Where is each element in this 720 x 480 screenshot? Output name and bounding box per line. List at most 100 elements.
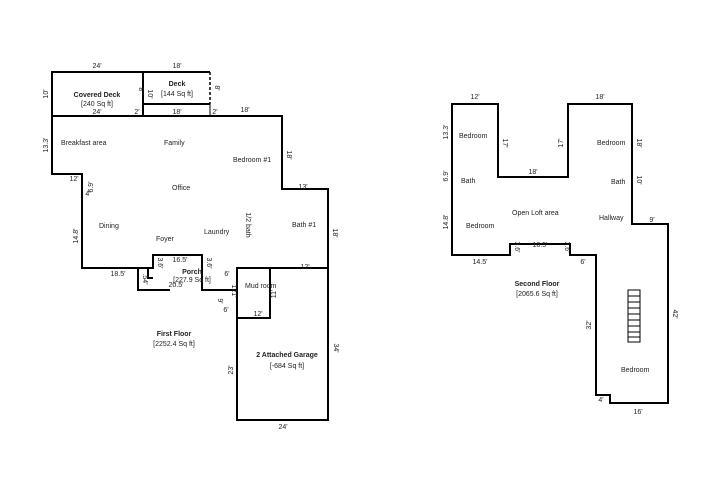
dim-label: 10' [635,175,642,184]
dim-label: 2' [212,109,217,116]
bedroom-1-label: Bedroom #1 [233,157,271,164]
foyer-label: Foyer [156,236,175,243]
dim-label: 18' [240,107,249,114]
porch-area: [227.9 Sq ft] [173,277,211,284]
first-floor-outline [51,115,329,291]
deck-area: [144 Sq ft] [161,91,193,98]
dim-label: 4' [598,397,603,404]
bedroom-w-label: Bedroom [466,223,495,230]
first-floor-area: [2252.4 Sq ft] [153,341,195,348]
dim-label: 18' [285,150,292,159]
dim-label: 14.8' [73,229,80,244]
dim-label: 12' [470,94,479,101]
dining-label: Dining [99,223,119,230]
garage-label: 2 Attached Garage [256,352,318,359]
dim-label: 4' [85,191,90,198]
dim-label: 8' [213,85,220,90]
dim-label: 12' [253,311,262,318]
dim-label: 24' [278,424,287,431]
dim-label: 11' [271,290,278,299]
dim-label: 18' [172,109,181,116]
second-floor-area: [2065.6 Sq ft] [516,291,558,298]
dim-label: 17' [558,138,565,147]
deck-outline [142,71,210,105]
dim-label: 13.3' [43,138,50,153]
dim-label: 18' [172,63,181,70]
second-floor-dimensions: 12' 18' 13.3' 17' 17' 18' 18' 6.9' 10' 1… [443,94,678,416]
dim-label: 17' [501,138,508,147]
dim-label: 13' [298,184,307,191]
family-room-label: Family [164,140,185,147]
dim-label: 12' [300,264,309,271]
first-floor-labels: Covered Deck [240 Sq ft] Deck [144 Sq ft… [61,81,318,370]
dim-label: .54' [141,273,148,284]
first-floor-plan [51,71,329,421]
bedroom-ne-label: Bedroom [597,140,626,147]
dim-label: 14.8' [443,215,450,230]
dim-label: 121' [230,284,237,297]
office-label: Office [172,185,190,192]
dim-label: 9' [216,298,223,303]
dim-label: 10' [146,89,153,98]
dim-label: 42' [671,309,678,318]
dim-label: 9' [649,217,654,224]
dim-label: 2' [134,109,139,116]
dim-label: 24' [92,109,101,116]
bedroom-s-label: Bedroom [621,367,650,374]
dim-label: 20.5' [169,282,184,289]
dim-label: 3.6' [563,241,570,252]
dim-label: 18' [331,228,338,237]
dim-label: 18.5' [111,271,126,278]
garage-area: [-684 Sq ft] [270,363,304,370]
bath-w-label: Bath [461,178,476,185]
bedroom-nw-label: Bedroom [459,133,488,140]
second-floor-title: Second Floor [515,281,560,288]
stair-treads [628,295,640,338]
laundry-label: Laundry [204,229,230,236]
dim-label: 3.6' [513,241,520,252]
dim-label: 16.5' [533,242,548,249]
dim-label: 23' [228,365,235,374]
dim-label: 6' [223,307,228,314]
dim-label: 3.6' [156,257,163,268]
open-loft-label: Open Loft area [512,210,559,217]
covered-deck-area: [240 Sq ft] [81,101,113,108]
dim-label: 16.5' [173,257,188,264]
breakfast-area-label: Breakfast area [61,140,107,147]
dim-label: 14.5' [473,259,488,266]
dim-label: 13.3' [443,125,450,140]
garage-outline [236,268,329,421]
dim-label: 6' [224,271,229,278]
dim-label: 34' [332,343,339,352]
first-floor-dimensions: 24' 18' 10' 10' 8' 8' 24' 2' 18' 2' 18' … [43,63,339,431]
dim-label: 32' [586,320,593,329]
mud-room-wall [236,268,271,319]
dim-label: 18' [635,138,642,147]
dim-label: 3.6' [205,257,212,268]
porch-outline [137,268,203,291]
staircase [627,289,641,343]
bath-e-label: Bath [611,179,626,186]
dim-label: 6' [580,259,585,266]
mud-room-label: Mud room [245,283,277,290]
porch-step [147,268,153,279]
dim-label: 18' [528,169,537,176]
dim-label: 16' [633,409,642,416]
dim-label: 10' [43,89,50,98]
dim-label: 8' [137,87,144,92]
deck-label: Deck [169,81,186,88]
dim-label: 12' [69,176,78,183]
dim-label: 18' [595,94,604,101]
second-floor-plan [451,103,669,404]
hallway-label: Hallway [599,215,624,222]
dim-label: 24' [92,63,101,70]
second-floor-labels: Bedroom Bedroom Bath Bath Bedroom Open L… [459,133,650,374]
dim-label: 6.9' [443,170,450,181]
half-bath-label: 1/2 bath [244,212,251,237]
bath-1-label: Bath #1 [292,222,316,229]
first-floor-title: First Floor [157,331,192,338]
dim-label: 6.9' [88,181,95,192]
second-floor-outline [451,103,669,404]
covered-deck-label: Covered Deck [74,92,121,99]
